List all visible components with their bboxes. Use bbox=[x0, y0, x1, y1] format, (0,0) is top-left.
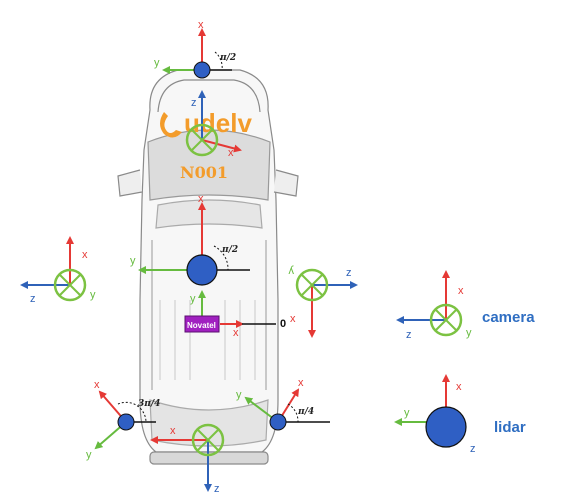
axis-label-z: z bbox=[191, 97, 197, 109]
axis-label-y: y bbox=[130, 255, 136, 267]
right-camera-frame: z x y bbox=[288, 265, 358, 338]
origin-label: 0 bbox=[280, 318, 286, 330]
axis-label-y: y bbox=[90, 289, 96, 301]
rear-camera-frame: x z bbox=[150, 423, 225, 495]
angle-label: 3π/4 bbox=[138, 399, 160, 409]
axis-label-z: z bbox=[406, 329, 412, 341]
camera-icon bbox=[185, 123, 219, 157]
axis-label-x: x bbox=[290, 313, 296, 325]
axis-label-y: y bbox=[154, 57, 160, 69]
vehicle-id: N001 bbox=[180, 163, 228, 182]
top-lidar-frame: x y π/2 bbox=[154, 19, 236, 79]
axis-label-y: y bbox=[404, 407, 410, 419]
udelv-logo: udelv bbox=[160, 108, 252, 138]
axis-label-x: x bbox=[456, 381, 462, 393]
axis-label-x: x bbox=[233, 327, 239, 339]
angle-label: π/2 bbox=[221, 245, 238, 255]
legend-lidar: x y z lidar bbox=[394, 374, 526, 455]
legend-lidar-label: lidar bbox=[494, 419, 526, 436]
legend-camera: x z y camera bbox=[396, 270, 535, 341]
camera-icon bbox=[429, 303, 463, 337]
lidar-icon bbox=[117, 413, 135, 431]
rear-left-lidar-frame: x y 3π/4 bbox=[86, 379, 160, 461]
axis-label-x: x bbox=[458, 285, 464, 297]
axis-label-x: x bbox=[82, 249, 88, 261]
axis-label-z: z bbox=[470, 443, 476, 455]
novatel-box bbox=[184, 315, 220, 333]
lidar-icon bbox=[425, 406, 467, 448]
axis-label-z: z bbox=[214, 483, 220, 495]
lidar-icon bbox=[193, 61, 211, 79]
front-camera-frame: z x bbox=[185, 90, 242, 159]
axis-label-y: y bbox=[190, 293, 196, 305]
axis-label-x: x bbox=[298, 377, 304, 389]
axis-label-y: y bbox=[86, 449, 92, 461]
center-lidar-frame: x y π/2 bbox=[130, 193, 250, 286]
novatel-label: Novatel bbox=[187, 321, 216, 330]
lidar-icon bbox=[186, 254, 218, 286]
axis-label-x: x bbox=[94, 379, 100, 391]
camera-icon bbox=[295, 268, 329, 302]
camera-icon bbox=[191, 423, 225, 457]
legend-camera-label: camera bbox=[482, 309, 535, 326]
axis-label-z: z bbox=[30, 293, 36, 305]
lidar-icon bbox=[269, 413, 287, 431]
axis-label-x: x bbox=[228, 147, 234, 159]
camera-icon bbox=[53, 268, 87, 302]
rear-right-lidar-frame: x y π/4 bbox=[236, 377, 330, 431]
axis-label-z: z bbox=[346, 267, 352, 279]
axis-label-x: x bbox=[198, 19, 204, 31]
axis-label-x: x bbox=[170, 425, 176, 437]
novatel-imu-frame: Novatel y x 0 bbox=[184, 290, 286, 339]
axis-label-x: x bbox=[198, 193, 204, 205]
axis-label-y: y bbox=[288, 265, 294, 277]
axis-label-y: y bbox=[236, 389, 242, 401]
axis-label-y: y bbox=[466, 327, 472, 339]
angle-label: π/4 bbox=[297, 407, 314, 417]
left-camera-frame: x z y bbox=[20, 236, 96, 305]
angle-label: π/2 bbox=[219, 53, 236, 63]
